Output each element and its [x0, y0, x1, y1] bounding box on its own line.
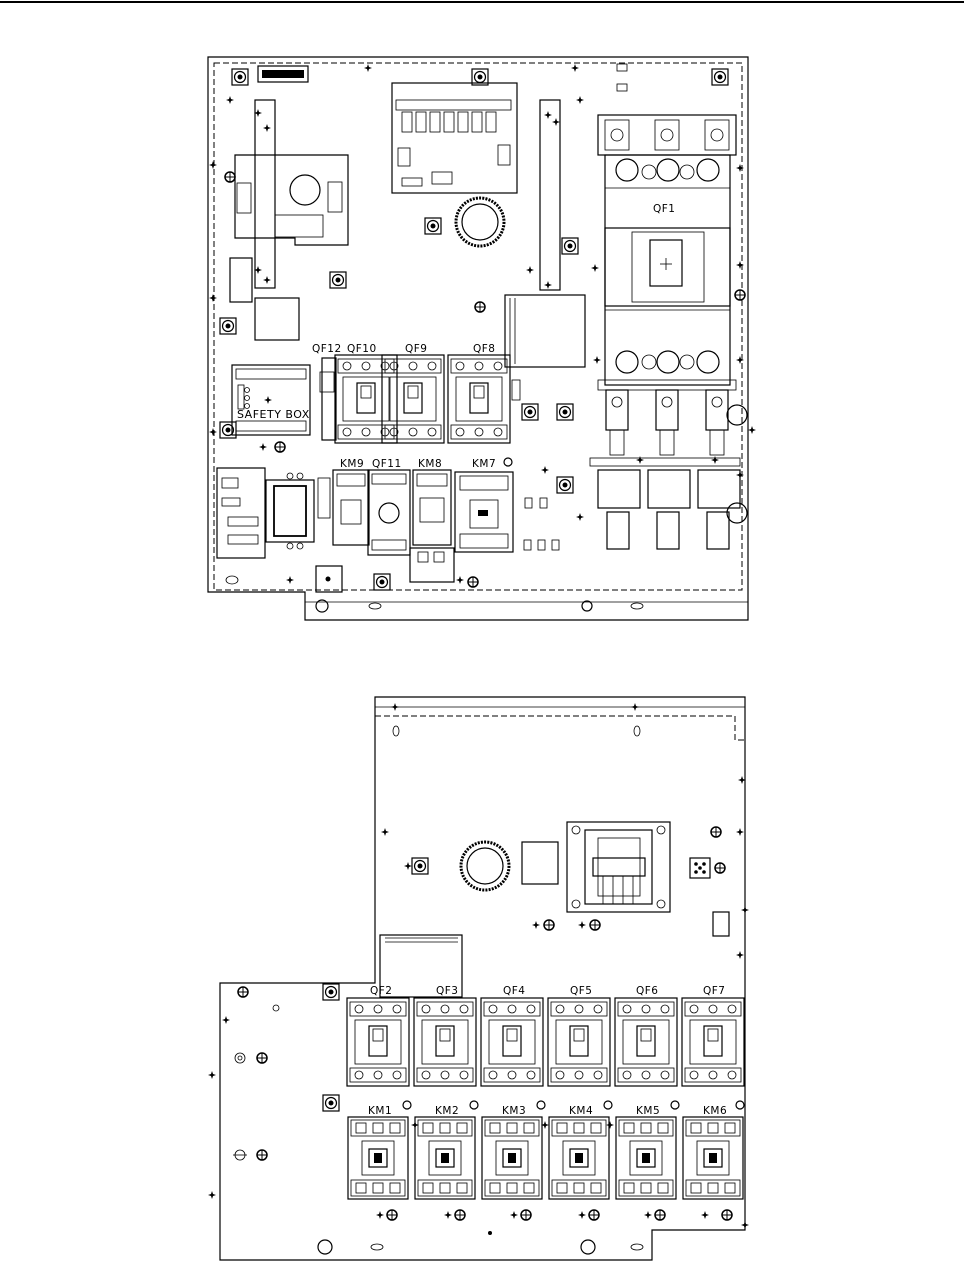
km7-label: KM7	[472, 458, 496, 470]
km1-label: KM1	[368, 1105, 392, 1117]
km2-label: KM2	[435, 1105, 459, 1117]
qf11-label: QF11	[372, 458, 402, 470]
qf12-label: QF12	[312, 343, 342, 355]
km9-label: KM9	[340, 458, 364, 470]
upper-panel: QF1 QF12 QF10 QF9 QF8	[208, 57, 756, 620]
safety-box-label: SAFETY BOX	[237, 408, 310, 421]
qf6-label: QF6	[636, 985, 659, 997]
qf10-label: QF10	[347, 343, 377, 355]
qf5-label: QF5	[570, 985, 593, 997]
lower-panel: QF2 QF3 QF4 QF5 QF6 QF7 KM1 KM2 KM3 KM4 …	[208, 697, 749, 1260]
qf2-label: QF2	[370, 985, 393, 997]
km8-label: KM8	[418, 458, 442, 470]
qf7-label: QF7	[703, 985, 726, 997]
km6-label: KM6	[703, 1105, 727, 1117]
qf8-label: QF8	[473, 343, 496, 355]
qf4-label: QF4	[503, 985, 526, 997]
qf9-label: QF9	[405, 343, 428, 355]
km3-label: KM3	[502, 1105, 526, 1117]
km5-label: KM5	[636, 1105, 660, 1117]
qf1-label: QF1	[653, 203, 676, 215]
km4-label: KM4	[569, 1105, 593, 1117]
qf3-label: QF3	[436, 985, 459, 997]
